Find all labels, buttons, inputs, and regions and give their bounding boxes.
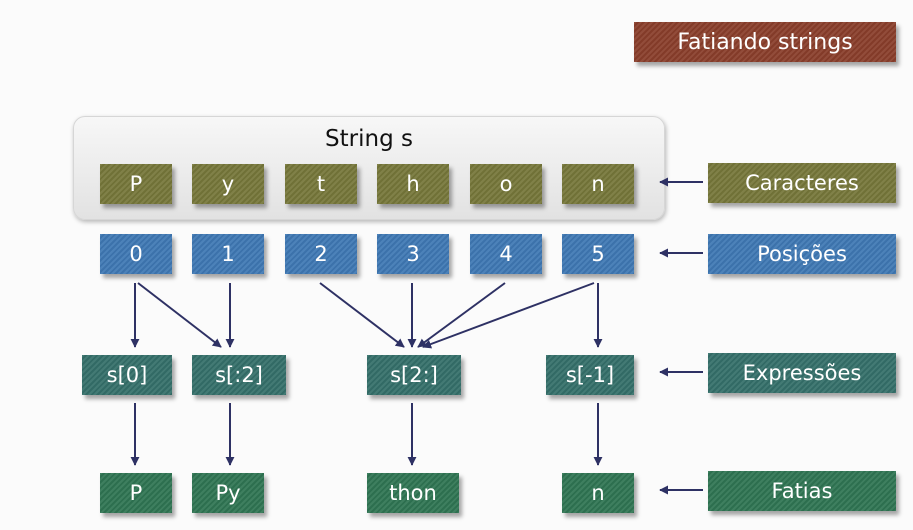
- char-box-5: n: [562, 164, 634, 204]
- arrow-pos2-to-s2colon: [319, 282, 405, 348]
- char-box-3: h: [377, 164, 449, 204]
- diagram-title: Fatiando strings: [634, 22, 896, 62]
- position-box-3: 3: [377, 234, 449, 274]
- slice-box-1: Py: [192, 473, 264, 513]
- expression-box-1: s[:2]: [192, 355, 286, 395]
- legend-slices: Fatias: [708, 471, 896, 511]
- legend-expressions: Expressões: [708, 353, 896, 393]
- arrow-pos4-to-s2colon: [417, 282, 506, 348]
- char-box-4: o: [470, 164, 542, 204]
- position-box-2: 2: [285, 234, 357, 274]
- arrow-pos5-to-s2colon: [422, 282, 595, 349]
- legend-positions: Posições: [708, 234, 896, 274]
- char-box-2: t: [285, 164, 357, 204]
- expression-box-3: s[-1]: [546, 355, 634, 395]
- string-panel-title: String s: [325, 126, 413, 152]
- position-box-4: 4: [470, 234, 542, 274]
- slice-box-3: n: [562, 473, 634, 513]
- slice-box-2: thon: [367, 473, 459, 513]
- position-box-5: 5: [562, 234, 634, 274]
- char-box-0: P: [100, 164, 172, 204]
- char-box-1: y: [192, 164, 264, 204]
- expression-box-0: s[0]: [82, 355, 172, 395]
- legend-characters: Caracteres: [708, 163, 896, 203]
- slice-box-0: P: [100, 473, 172, 513]
- position-box-1: 1: [192, 234, 264, 274]
- arrow-pos0-to-s-colon2: [137, 282, 222, 348]
- expression-box-2: s[2:]: [367, 355, 461, 395]
- position-box-0: 0: [100, 234, 172, 274]
